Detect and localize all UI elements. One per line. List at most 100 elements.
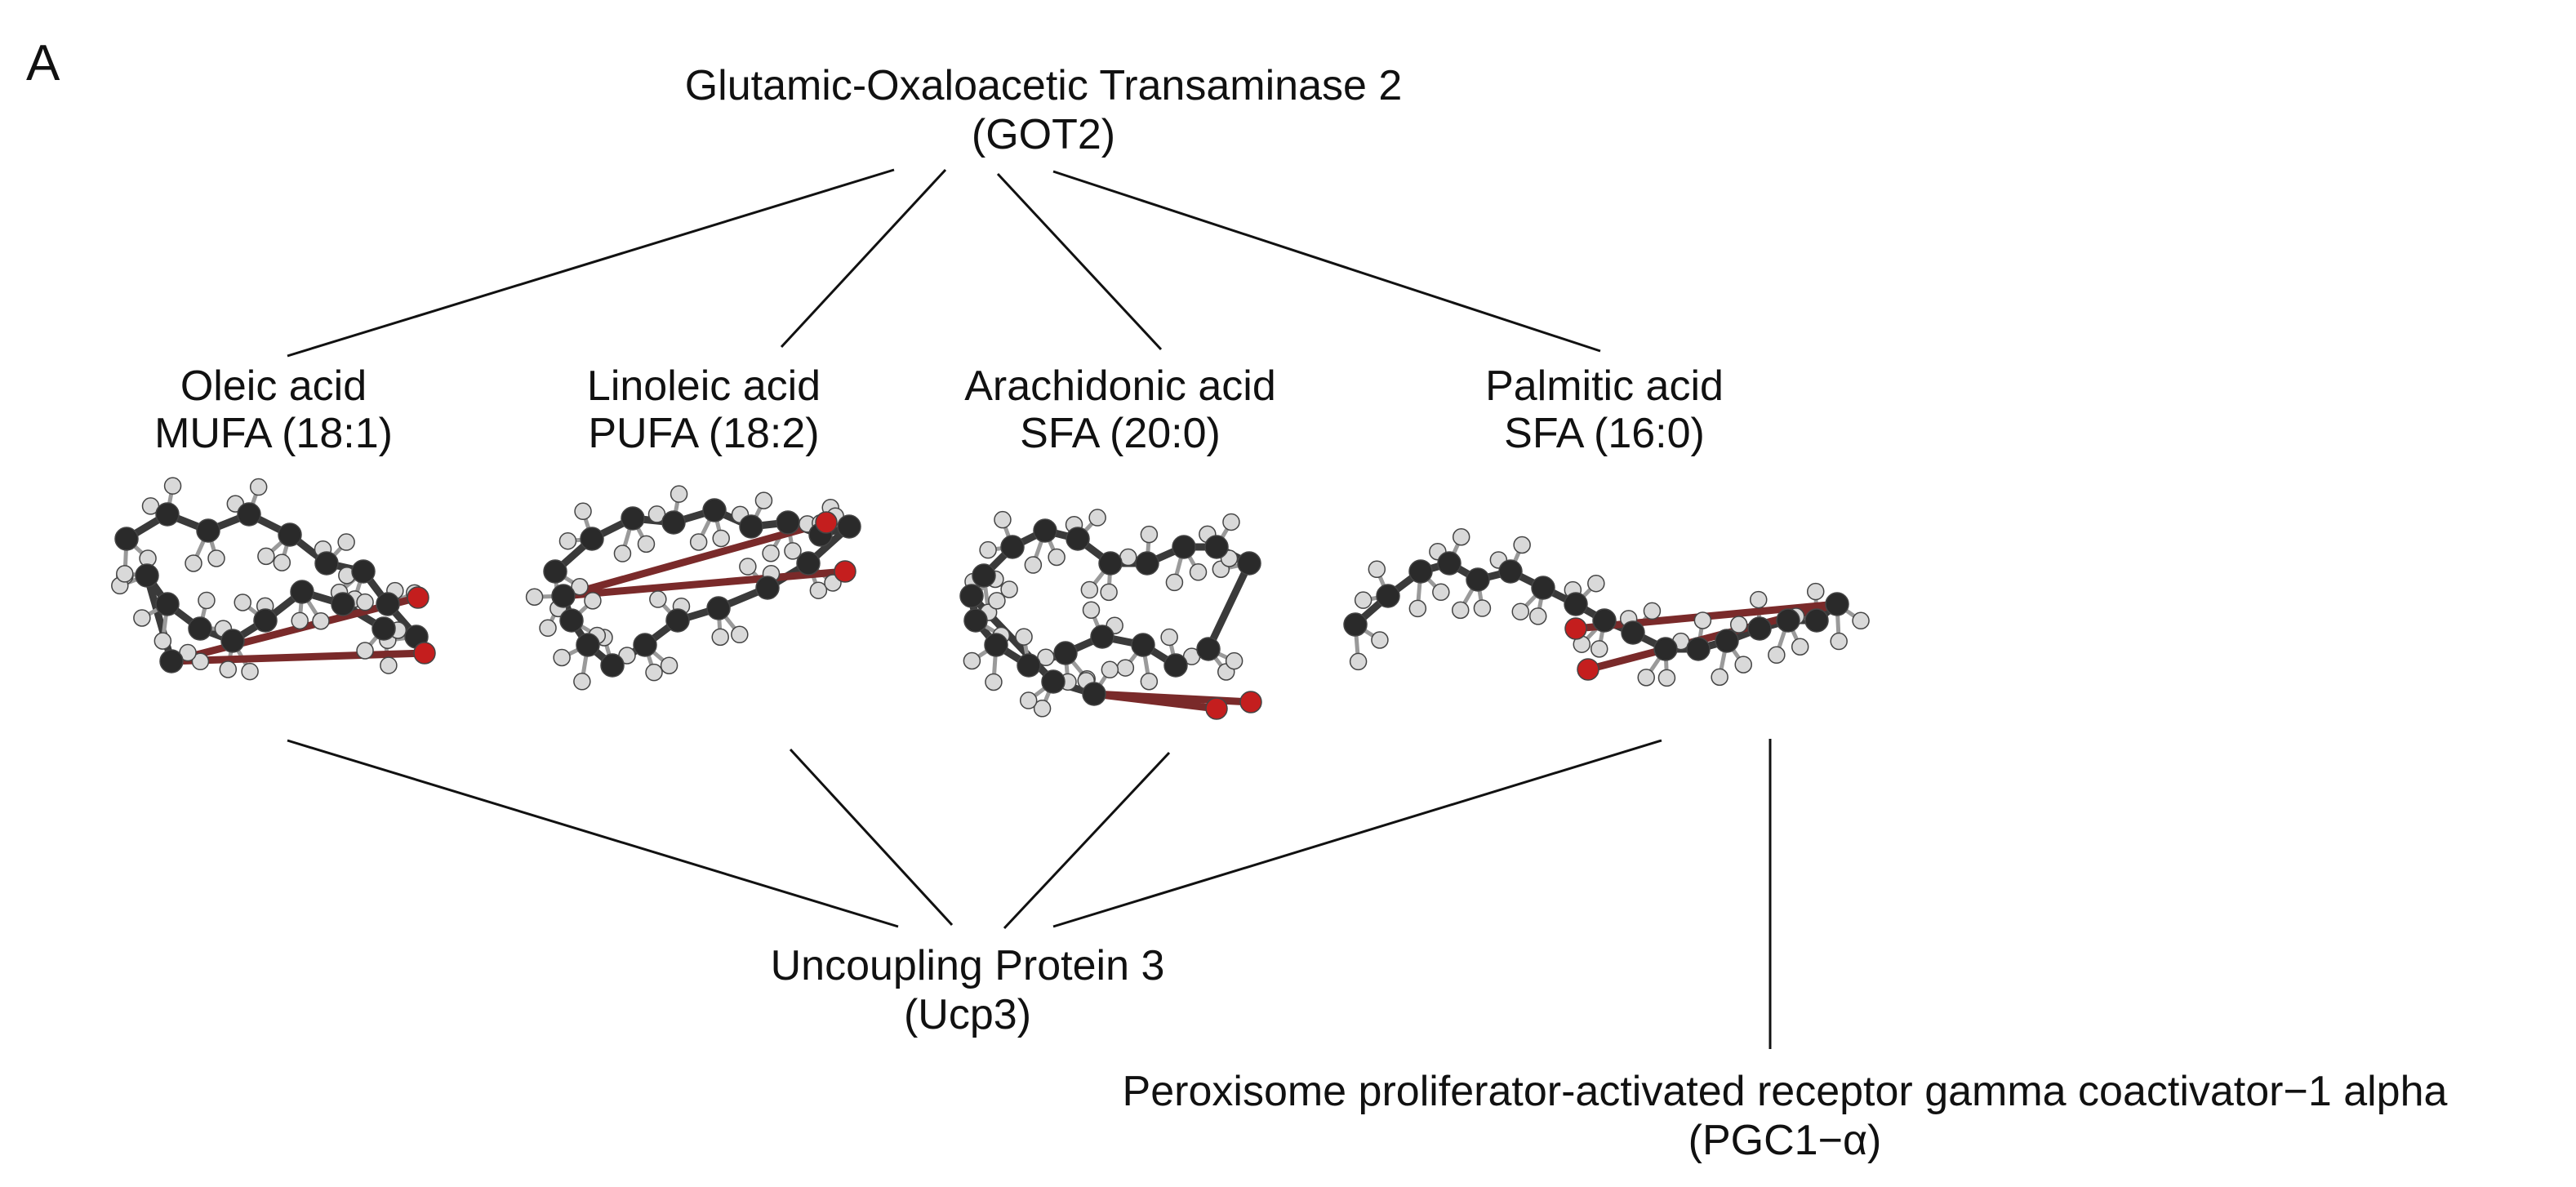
hydrogen-atom <box>963 651 981 670</box>
carbon-atom <box>621 506 645 531</box>
hydrogen-atom <box>1088 509 1106 527</box>
edge-linoleic-ucp3 <box>789 748 954 927</box>
edge-got2-arachidonic <box>996 172 1163 351</box>
hydrogen-atom <box>1408 599 1427 618</box>
edge-palmitic-ucp3 <box>1052 739 1662 928</box>
bond <box>559 518 830 600</box>
hydrogen-atom <box>660 656 678 674</box>
hydrogen-atom <box>571 578 589 596</box>
carbon-atom <box>755 576 780 600</box>
carbon-atom <box>837 514 861 539</box>
oleic-name: Oleic acid <box>180 362 367 410</box>
carbon-atom <box>1041 669 1066 694</box>
arachidonic-name: Arachidonic acid <box>964 362 1276 410</box>
hydrogen-atom <box>784 542 802 560</box>
hydrogen-atom <box>337 533 355 551</box>
hydrogen-atom <box>1349 652 1368 671</box>
carbon-atom <box>1196 637 1221 661</box>
carbon-atom <box>1686 637 1711 661</box>
carbon-atom <box>1163 653 1188 678</box>
carbon-atom <box>576 633 600 657</box>
carbon-atom <box>1531 576 1555 600</box>
hydrogen-atom <box>1711 668 1728 687</box>
carbon-atom <box>1082 682 1106 706</box>
carbon-atom <box>972 563 996 588</box>
hydrogen-atom <box>1830 632 1848 651</box>
carbon-atom <box>1053 641 1078 665</box>
hydrogen-atom <box>1729 616 1748 634</box>
carbon-atom <box>371 616 396 641</box>
carbon-atom <box>665 608 690 633</box>
hydrogen-atom <box>1806 582 1825 601</box>
palmitic-name: Palmitic acid <box>1485 362 1724 410</box>
hydrogen-atom <box>257 547 275 566</box>
carbon-atom <box>633 633 657 657</box>
hydrogen-atom <box>191 652 210 671</box>
hydrogen-atom <box>1513 536 1531 554</box>
carbon-atom <box>543 559 567 584</box>
hydrogen-atom <box>185 554 202 572</box>
oxygen-atom <box>407 586 429 609</box>
node-pgc1a: Peroxisome proliferator-activated recept… <box>1123 1068 2448 1164</box>
linoleic-name: Linoleic acid <box>587 362 821 410</box>
node-ucp3: Uncoupling Protein 3 (Ucp3) <box>771 942 1165 1038</box>
carbon-atom <box>1237 551 1261 576</box>
palmitic-acid-molecule <box>1343 528 1870 687</box>
hydrogen-atom <box>219 660 238 678</box>
carbon-atom <box>1592 608 1617 633</box>
arachidonic-acid-molecule <box>959 509 1262 720</box>
node-arachidonic: Arachidonic acid SFA (20:0) <box>964 362 1276 457</box>
hydrogen-atom <box>291 611 309 630</box>
hydrogen-atom <box>133 609 151 627</box>
carbon-atom <box>278 522 302 547</box>
hydrogen-atom <box>1019 691 1038 709</box>
carbon-atom <box>376 592 400 616</box>
carbon-atom <box>1804 608 1829 633</box>
hydrogen-atom <box>234 594 251 611</box>
edge-got2-oleic <box>287 168 895 358</box>
hydrogen-atom <box>670 485 688 503</box>
hydrogen-atom <box>985 673 1003 691</box>
oxygen-atom <box>1577 658 1599 681</box>
oxygen-atom <box>815 511 838 534</box>
carbon-atom <box>706 596 731 620</box>
carbon-atom <box>1747 616 1772 641</box>
edge-arachidonic-ucp3 <box>1003 751 1171 930</box>
hydrogen-atom <box>553 648 571 667</box>
hydrogen-atom <box>689 533 708 551</box>
edge-got2-linoleic <box>780 168 947 349</box>
hydrogen-atom <box>1119 548 1137 567</box>
carbon-atom <box>796 551 821 576</box>
hydrogen-atom <box>1033 700 1052 718</box>
carbon-atom <box>220 629 245 653</box>
carbon-atom <box>135 563 159 588</box>
carbon-atom <box>1437 551 1462 576</box>
hydrogen-atom <box>1451 601 1470 620</box>
carbon-atom <box>155 502 180 527</box>
oleic-acid-molecule <box>111 477 436 681</box>
carbon-atom <box>1131 633 1155 657</box>
carbon-atom <box>1653 637 1678 661</box>
carbon-atom <box>1017 653 1041 678</box>
carbon-atom <box>559 608 584 633</box>
palmitic-class: SFA (16:0) <box>1504 410 1705 457</box>
hydrogen-atom <box>1452 528 1470 546</box>
carbon-atom <box>776 510 800 535</box>
hydrogen-atom <box>1024 556 1043 574</box>
hydrogen-atom <box>711 628 729 647</box>
bond <box>167 649 429 665</box>
carbon-atom <box>959 584 984 608</box>
carbon-atom <box>1825 592 1849 616</box>
hydrogen-atom <box>637 535 656 553</box>
pgc1a-name: Peroxisome proliferator-activated recept… <box>1123 1068 2448 1115</box>
hydrogen-atom <box>539 619 557 638</box>
carbon-atom <box>1098 551 1123 576</box>
hydrogen-atom <box>979 540 997 559</box>
hydrogen-atom <box>1222 513 1240 531</box>
carbon-atom <box>1564 592 1588 616</box>
carbon-atom <box>661 510 686 535</box>
got2-name: Glutamic-Oxaloacetic Transaminase 2 <box>685 62 1403 109</box>
carbon-atom <box>1000 535 1025 559</box>
carbon-atom <box>1498 559 1523 584</box>
